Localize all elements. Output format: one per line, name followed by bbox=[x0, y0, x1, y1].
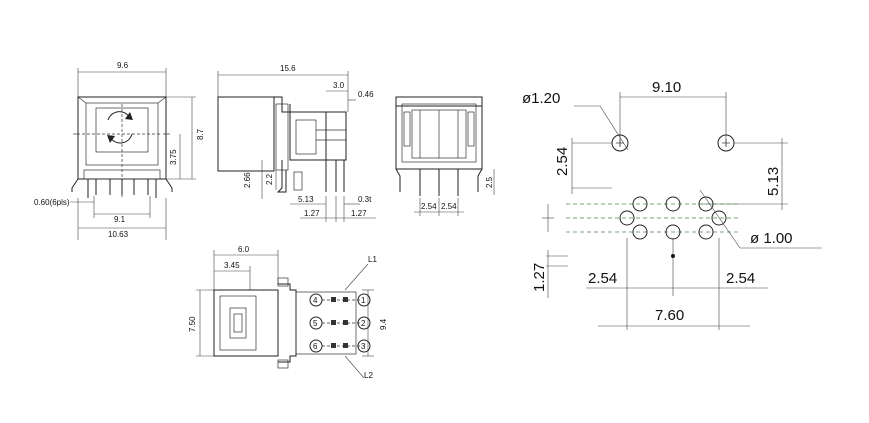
dim-pitch2: 2.54 bbox=[441, 202, 457, 211]
label-l2: L2 bbox=[364, 371, 373, 380]
pcb-footprint: 9.10 ø1.20 2.54 5.13 ø 1.00 bbox=[522, 79, 822, 330]
pin-hole bbox=[632, 196, 648, 212]
dim-mount-span: 9.10 bbox=[652, 79, 681, 96]
dim-total-height: 8.7 bbox=[196, 128, 205, 140]
dim-h: 7.50 bbox=[188, 316, 197, 332]
pin-hole bbox=[632, 224, 648, 240]
pin-3-label: 3 bbox=[361, 342, 366, 351]
side-view: 15.6 3.0 0.46 2.66 2.2 5.13 0.3t 1.27 1.… bbox=[217, 64, 376, 222]
pin-1-marker bbox=[357, 293, 371, 307]
dim-b: 0.46 bbox=[358, 90, 374, 99]
dim-f: 0.3t bbox=[358, 195, 372, 204]
dim-pin-span: 9.1 bbox=[114, 215, 126, 224]
dim-row-gap: 1.27 bbox=[531, 263, 548, 292]
bottom-view: 6.0 3.45 7.50 9.4 4 5 6 1 2 3 bbox=[188, 245, 388, 380]
dim-c: 2.66 bbox=[243, 172, 252, 188]
rear-view: 2.54 2.54 2.5 bbox=[395, 96, 495, 216]
dim-a: 3.0 bbox=[333, 81, 345, 90]
pin-hole bbox=[698, 224, 714, 240]
dim-d: 2.2 bbox=[265, 173, 274, 185]
dim-pitch-l: 2.54 bbox=[588, 270, 617, 287]
dim-pin-width: 0.60(6pls) bbox=[34, 198, 70, 207]
dim-pitch1: 2.54 bbox=[421, 202, 437, 211]
pin-3-marker bbox=[357, 339, 371, 353]
pin-2-marker bbox=[357, 316, 371, 330]
pin-hole bbox=[619, 210, 635, 226]
dim-e: 5.13 bbox=[298, 195, 314, 204]
pin-6-marker bbox=[309, 339, 323, 353]
pin-hole bbox=[665, 196, 681, 212]
pin-6-label: 6 bbox=[313, 342, 318, 351]
dim-w2: 3.45 bbox=[224, 261, 240, 270]
dim-center-height: 3.75 bbox=[169, 149, 178, 165]
dim-pitch-v: 2.54 bbox=[554, 147, 571, 176]
dim-length: 15.6 bbox=[280, 64, 296, 73]
dim-w1: 6.0 bbox=[238, 245, 250, 254]
pin-4-label: 4 bbox=[313, 296, 318, 305]
pin-2-label: 2 bbox=[361, 319, 366, 328]
dim-pitch-r: 2.54 bbox=[726, 270, 755, 287]
dim-bottom-width: 10.63 bbox=[108, 230, 129, 239]
pin-1-label: 1 bbox=[361, 296, 366, 305]
rotation-logo-icon bbox=[107, 111, 133, 144]
dim-g: 1.27 bbox=[304, 209, 320, 218]
pin-4-marker bbox=[309, 293, 323, 307]
pin-hole bbox=[698, 196, 714, 212]
dim-mount-dia: ø1.20 bbox=[522, 90, 560, 107]
dim-h: 1.27 bbox=[351, 209, 367, 218]
dim-total: 7.60 bbox=[655, 307, 684, 324]
label-l1: L1 bbox=[368, 255, 377, 264]
pin-5-label: 5 bbox=[313, 319, 318, 328]
dim-offset-v: 5.13 bbox=[765, 167, 782, 196]
front-view: 9.6 8.7 3.75 bbox=[34, 61, 205, 240]
dim-pin-h: 9.4 bbox=[379, 318, 388, 330]
dim-rear-height: 2.5 bbox=[485, 176, 494, 188]
dim-hole-dia: ø 1.00 bbox=[750, 230, 793, 247]
dim-top-width: 9.6 bbox=[117, 61, 129, 70]
pin-5-marker bbox=[309, 316, 323, 330]
pin-hole bbox=[711, 210, 727, 226]
